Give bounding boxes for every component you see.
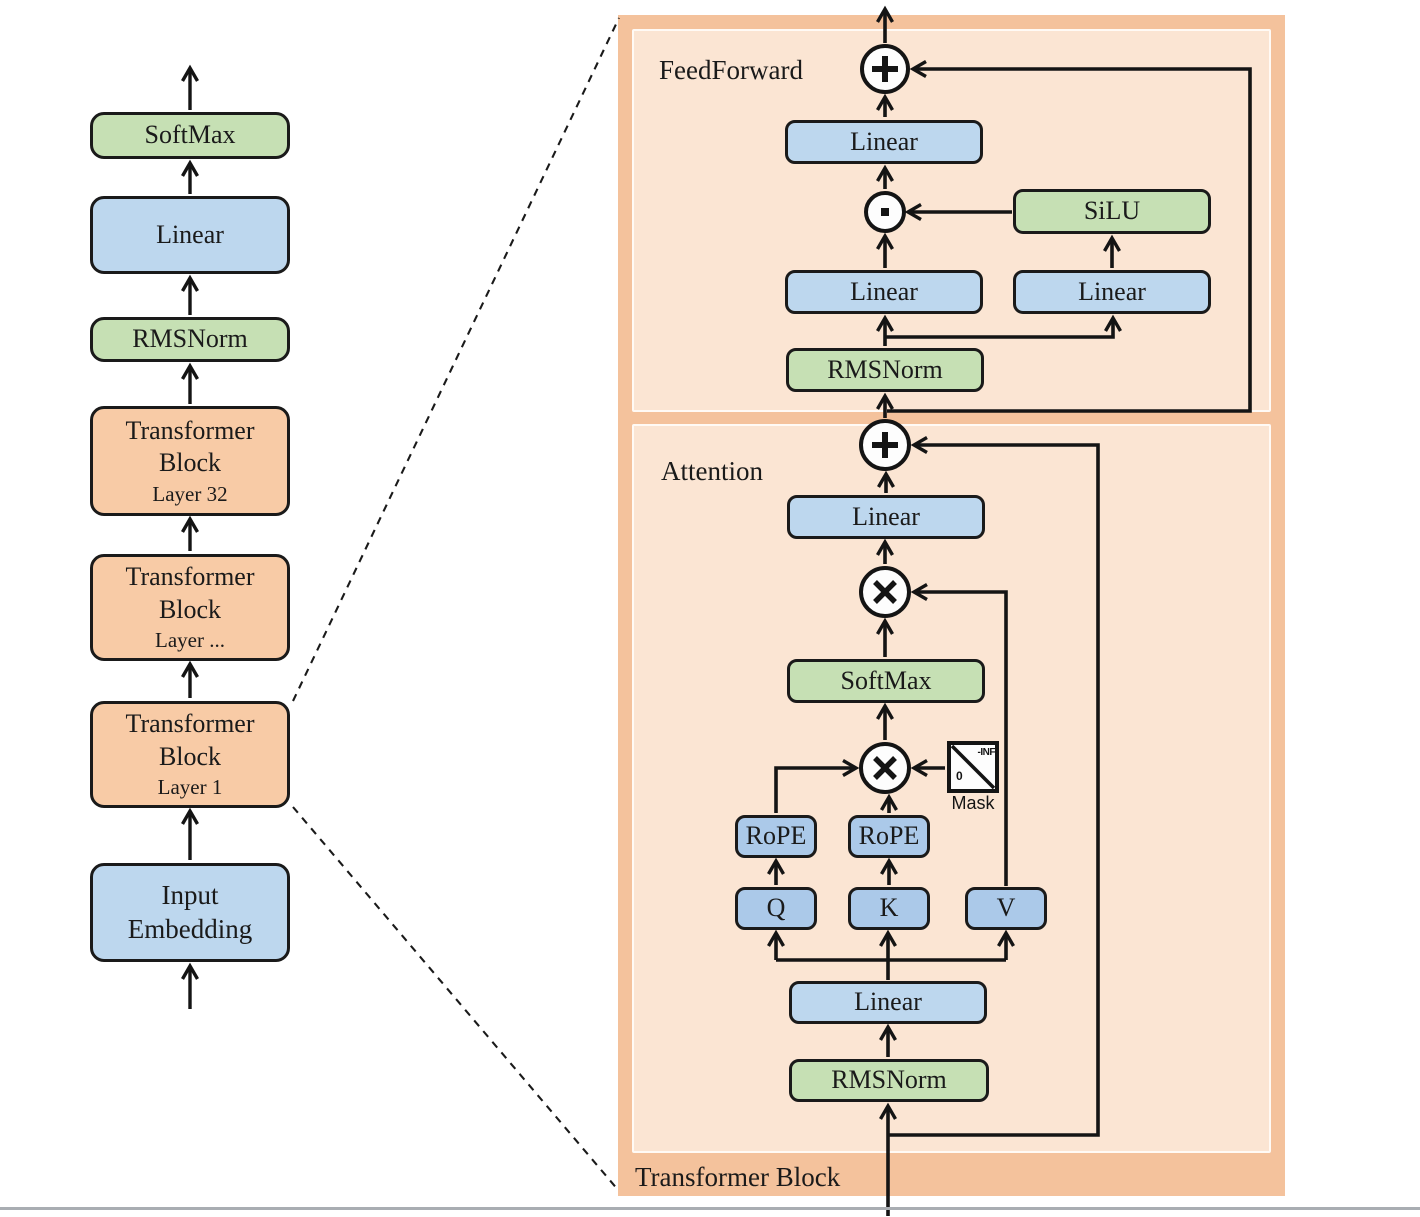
- k-label: K: [879, 893, 899, 923]
- v-label: V: [996, 893, 1016, 923]
- overview-rmsnorm-box: RMSNorm: [90, 317, 290, 362]
- overview-softmax-box: SoftMax: [90, 112, 290, 159]
- zoom-guide-bottom: [292, 806, 620, 1192]
- q-label: Q: [766, 893, 786, 923]
- ff-linear-out-label: Linear: [850, 126, 918, 156]
- rope-q-to-multiply: [774, 759, 860, 813]
- overview-transformer-block-dots-box: Transformer Block Layer ...: [90, 554, 290, 661]
- feedforward-section-label: FeedForward: [659, 55, 803, 85]
- overview-transformer-block-1-box: Transformer Block Layer 1: [90, 701, 290, 808]
- multiply-icon: [859, 742, 911, 794]
- block-layer-label: Layer 32: [152, 481, 228, 506]
- overview-transformer-block-32-box: Transformer Block Layer 32: [90, 406, 290, 516]
- detail-flow-arrows: [767, 5, 1252, 1216]
- overview-softmax-label: SoftMax: [144, 120, 236, 150]
- ff-rmsnorm-label: RMSNorm: [827, 354, 943, 384]
- ff-linear-up-label: Linear: [1078, 276, 1146, 306]
- ff-linear-gate-box: Linear: [785, 270, 983, 314]
- zoom-guide-top: [292, 17, 620, 702]
- v-box: V: [965, 887, 1047, 930]
- attn-linear-in-label: Linear: [854, 987, 922, 1017]
- elementwise-product-icon: [864, 191, 906, 233]
- input-embedding-label: Input Embedding: [127, 879, 253, 944]
- mask-icon: -INF 0: [947, 741, 999, 793]
- rope-q-label: RoPE: [745, 821, 807, 851]
- mask-neginf-label: -INF: [977, 747, 996, 758]
- rmsnorm-branch: [885, 314, 1122, 339]
- attn-linear-out-box: Linear: [787, 495, 985, 539]
- silu-box: SiLU: [1013, 189, 1211, 234]
- ff-linear-out-box: Linear: [785, 120, 983, 164]
- ff-linear-gate-label: Linear: [850, 276, 918, 306]
- overview-linear-box: Linear: [90, 196, 290, 274]
- feedforward-residual: [887, 60, 1252, 413]
- transformer-block-panel-label: Transformer Block: [635, 1162, 841, 1192]
- silu-label: SiLU: [1083, 196, 1141, 226]
- mask-zero-label: 0: [956, 769, 963, 783]
- attn-rmsnorm-box: RMSNorm: [789, 1059, 989, 1102]
- k-box: K: [848, 887, 930, 930]
- block-title: Transformer Block: [125, 709, 255, 771]
- block-title: Transformer Block: [125, 415, 255, 478]
- block-title: Transformer Block: [125, 562, 255, 624]
- ff-linear-up-box: Linear: [1013, 270, 1211, 314]
- multiply-icon: [859, 566, 911, 618]
- add-icon: [859, 419, 911, 471]
- overview-rmsnorm-label: RMSNorm: [132, 324, 248, 354]
- overview-input-embedding-box: Input Embedding: [90, 863, 290, 962]
- rope-k-box: RoPE: [848, 815, 930, 858]
- attn-linear-in-box: Linear: [789, 981, 987, 1024]
- mask-label: Mask: [951, 793, 995, 813]
- bottom-border-line: [0, 1207, 1420, 1210]
- overview-linear-label: Linear: [156, 219, 224, 249]
- attention-section-label: Attention: [661, 456, 763, 486]
- block-layer-label: Layer 1: [157, 775, 223, 800]
- add-icon: [860, 44, 910, 94]
- attn-rmsnorm-label: RMSNorm: [831, 1065, 947, 1095]
- zoom-guide-lines: [292, 17, 620, 1192]
- attention-residual: [888, 436, 1100, 1137]
- q-box: Q: [735, 887, 817, 930]
- block-layer-label: Layer ...: [155, 628, 225, 653]
- attn-softmax-box: SoftMax: [787, 659, 985, 703]
- v-to-multiply: [910, 583, 1008, 886]
- rope-q-box: RoPE: [735, 815, 817, 858]
- attn-softmax-label: SoftMax: [840, 665, 932, 695]
- ff-rmsnorm-box: RMSNorm: [786, 348, 984, 392]
- attn-linear-out-label: Linear: [852, 501, 920, 531]
- rope-k-label: RoPE: [858, 821, 920, 851]
